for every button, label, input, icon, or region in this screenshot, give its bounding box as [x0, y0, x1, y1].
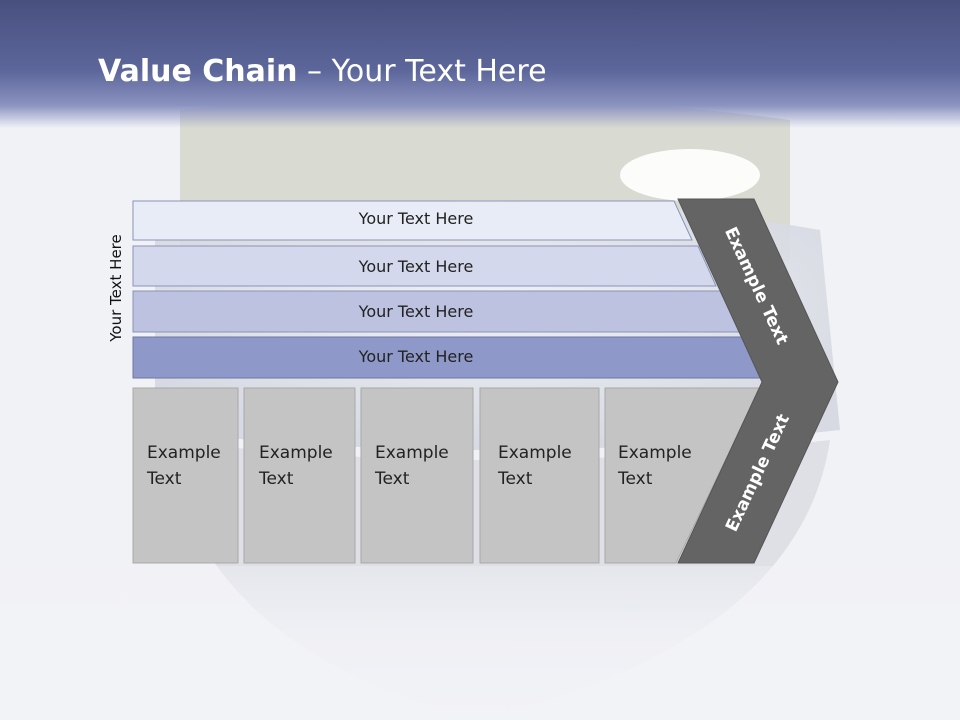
header-bar [0, 0, 960, 128]
box-label-1-line2: Text [147, 469, 182, 489]
box-2 [243, 387, 356, 564]
box-label-5-line1: Example [618, 443, 692, 463]
chevron-arrow [677, 198, 839, 564]
box-label-5-line2: Text [618, 469, 653, 489]
box-3 [360, 387, 474, 564]
box-label-3-line2: Text [375, 469, 410, 489]
box-label-2: Example Text [259, 440, 333, 492]
box-label-2-line2: Text [259, 469, 294, 489]
reflection-fade [0, 566, 960, 720]
box-label-4-line2: Text [498, 469, 533, 489]
band-1 [132, 200, 693, 241]
box-label-3-line1: Example [375, 443, 449, 463]
box-1 [132, 387, 239, 564]
box-label-2-line1: Example [259, 443, 333, 463]
band-label-4: Your Text Here [358, 347, 474, 366]
box-5 [604, 387, 761, 564]
slide-title: Value Chain – Your Text Here [98, 54, 547, 89]
band-label-3: Your Text Here [358, 302, 474, 321]
band-2 [132, 245, 717, 287]
band-label-2: Your Text Here [358, 257, 474, 276]
box-label-1: Example Text [147, 440, 221, 492]
title-bold: Value Chain [98, 54, 298, 89]
title-rest: – Your Text Here [297, 54, 547, 89]
box-label-5: Example Text [618, 440, 692, 492]
box-label-1-line1: Example [147, 443, 221, 463]
band-label-1: Your Text Here [358, 209, 474, 228]
box-label-4-line1: Example [498, 443, 572, 463]
box-label-3: Example Text [375, 440, 449, 492]
box-label-4: Example Text [498, 440, 572, 492]
box-4 [479, 387, 600, 564]
